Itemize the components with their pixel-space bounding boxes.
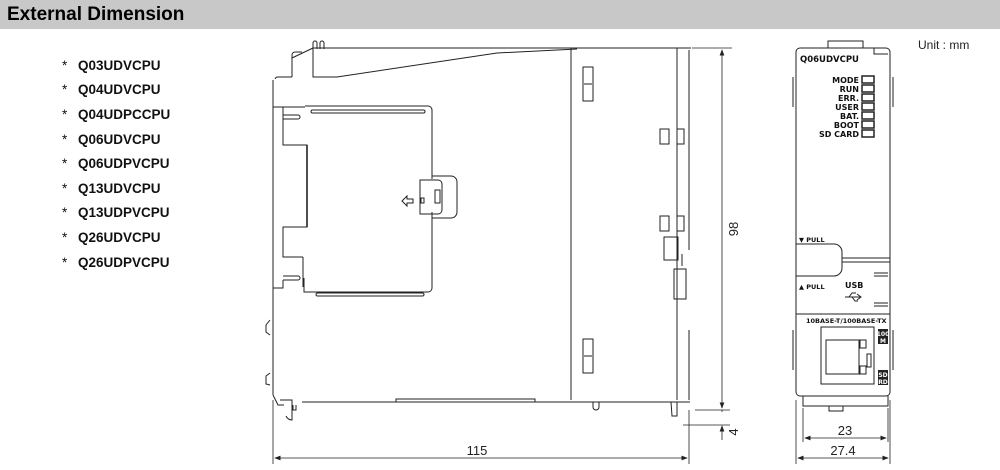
model-name: Q26UDVCPU	[78, 229, 161, 245]
model-item: * Q03UDVCPU	[62, 53, 170, 78]
led-label-boot: BOOT	[834, 121, 860, 130]
model-name: Q03UDVCPU	[78, 57, 161, 73]
led-label-user: USER	[835, 103, 859, 112]
bullet: *	[62, 156, 68, 172]
model-item: * Q26UDVCPU	[62, 225, 170, 250]
ethernet-label: 10BASE-T/100BASE-TX	[806, 317, 887, 325]
svg-text:M: M	[880, 338, 886, 345]
bullet: *	[62, 82, 68, 98]
model-name: Q04UDPCCPU	[78, 106, 171, 122]
model-item: * Q13UDVCPU	[62, 176, 170, 201]
svg-text:SD: SD	[878, 372, 887, 379]
bottom-dimension: 4	[726, 428, 741, 435]
bullet: *	[62, 106, 68, 122]
svg-text:100: 100	[877, 331, 890, 338]
inner-width-dimension: 23	[838, 423, 852, 438]
section-header: External Dimension	[0, 0, 1000, 29]
front-view	[792, 40, 894, 412]
front-model-label: Q06UDVCPU	[800, 55, 859, 65]
led-label-mode: MODE	[832, 76, 859, 85]
model-item: * Q04UDVCPU	[62, 78, 170, 103]
model-item: * Q06UDPVCPU	[62, 151, 170, 176]
led-labels: MODE RUN ERR. USER BAT. BOOT SD CARD	[819, 76, 860, 139]
section-title: External Dimension	[7, 4, 185, 25]
led-label-bat: BAT.	[840, 112, 859, 121]
model-name: Q26UDPVCPU	[78, 254, 170, 270]
model-item: * Q26UDPVCPU	[62, 250, 170, 275]
model-name: Q13UDVCPU	[78, 180, 161, 196]
model-item: * Q13UDPVCPU	[62, 201, 170, 226]
badge-sd-rd: SD RD	[878, 370, 888, 386]
model-name: Q04UDVCPU	[78, 82, 161, 98]
pull-down-label: ▼ PULL	[799, 236, 825, 244]
height-dimension: 98	[726, 222, 741, 236]
led-label-sd-card: SD CARD	[819, 130, 859, 139]
unit-label: Unit : mm	[918, 38, 970, 52]
usb-label: USB	[845, 281, 863, 290]
model-name: Q06UDVCPU	[78, 131, 161, 147]
bullet: *	[62, 254, 68, 270]
badge-100m: 100 M	[877, 329, 890, 345]
led-label-err: ERR.	[838, 94, 859, 103]
model-name: Q13UDPVCPU	[78, 205, 170, 221]
pull-up-label: ▲ PULL	[799, 283, 825, 291]
side-view-dimensions	[272, 47, 732, 464]
bullet: *	[62, 180, 68, 196]
led-label-run: RUN	[840, 85, 859, 94]
led-indicators	[861, 75, 875, 138]
bullet: *	[62, 57, 68, 73]
front-view-dimensions	[795, 400, 891, 464]
width-dimension: 115	[467, 443, 488, 458]
model-item: * Q06UDVCPU	[62, 127, 170, 152]
bullet: *	[62, 205, 68, 221]
outer-width-dimension: 27.4	[830, 443, 855, 458]
side-view	[265, 40, 691, 421]
model-name: Q06UDPVCPU	[78, 156, 170, 172]
model-list: * Q03UDVCPU * Q04UDVCPU * Q04UDPCCPU * Q06UD…	[62, 53, 170, 274]
svg-text:RD: RD	[878, 379, 888, 386]
bullet: *	[62, 131, 68, 147]
bullet: *	[62, 229, 68, 245]
model-item: * Q04UDPCCPU	[62, 102, 170, 127]
